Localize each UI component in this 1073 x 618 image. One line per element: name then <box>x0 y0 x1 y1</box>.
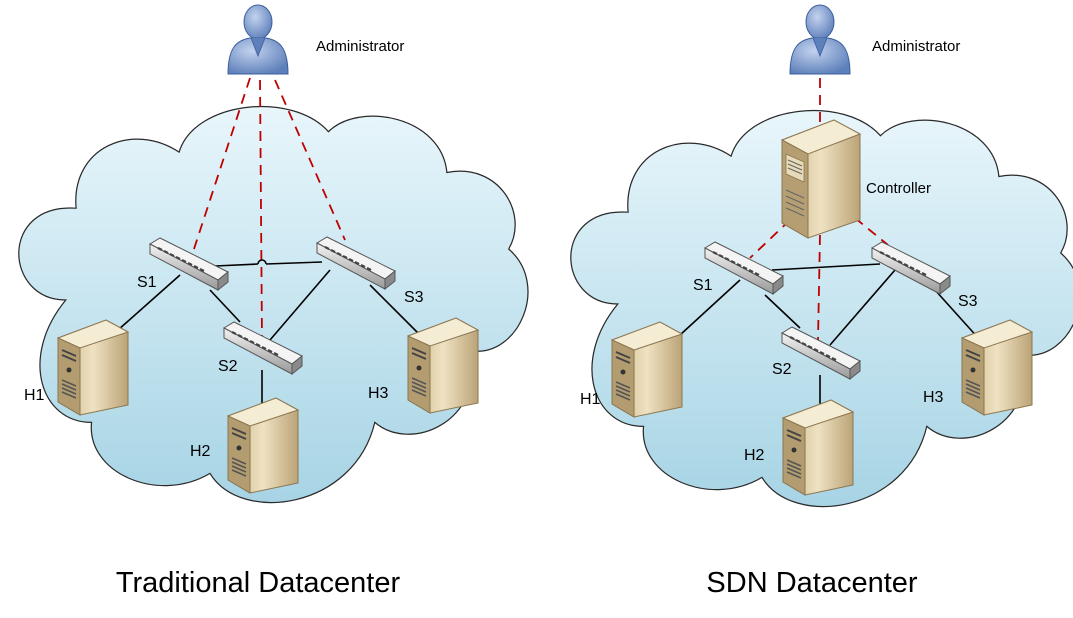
sdn-s2-label: S2 <box>772 361 792 378</box>
sdn-controller-label: Controller <box>866 180 931 197</box>
traditional-administrator-icon <box>227 4 289 75</box>
traditional-management-links <box>192 77 346 341</box>
traditional-h2-label: H2 <box>190 443 211 460</box>
traditional-data-links <box>117 259 426 405</box>
sdn-host-h3 <box>961 319 1033 416</box>
sdn-data-links <box>679 263 981 405</box>
traditional-title: Traditional Datacenter <box>116 567 401 599</box>
traditional-h3-label: H3 <box>368 385 389 402</box>
traditional-s3-label: S3 <box>404 289 424 306</box>
traditional-s2-label: S2 <box>218 358 238 375</box>
sdn-s3-label: S3 <box>958 293 978 310</box>
sdn-host-h2 <box>782 399 854 496</box>
sdn-management-links <box>749 78 889 341</box>
traditional-h1-label: H1 <box>24 387 45 404</box>
sdn-host-h1 <box>611 321 683 418</box>
sdn-administrator-icon <box>789 4 851 75</box>
sdn-title: SDN Datacenter <box>706 567 917 599</box>
traditional-s1-label: S1 <box>137 274 157 291</box>
sdn-datacenter: Administrator Controller S1 S2 S3 H1 H2 … <box>570 4 1073 599</box>
traditional-host-h1 <box>57 319 129 416</box>
sdn-h2-label: H2 <box>744 447 765 464</box>
sdn-s1-label: S1 <box>693 277 713 294</box>
traditional-host-h3 <box>407 317 479 414</box>
sdn-controller-icon <box>781 119 861 239</box>
sdn-h3-label: H3 <box>923 389 944 406</box>
traditional-host-h2 <box>227 397 299 494</box>
sdn-admin-label: Administrator <box>872 38 960 55</box>
traditional-datacenter: Administrator S1 S2 S3 H1 H2 H3 Traditio… <box>18 4 529 599</box>
traditional-admin-label: Administrator <box>316 38 404 55</box>
sdn-h1-label: H1 <box>580 391 601 408</box>
